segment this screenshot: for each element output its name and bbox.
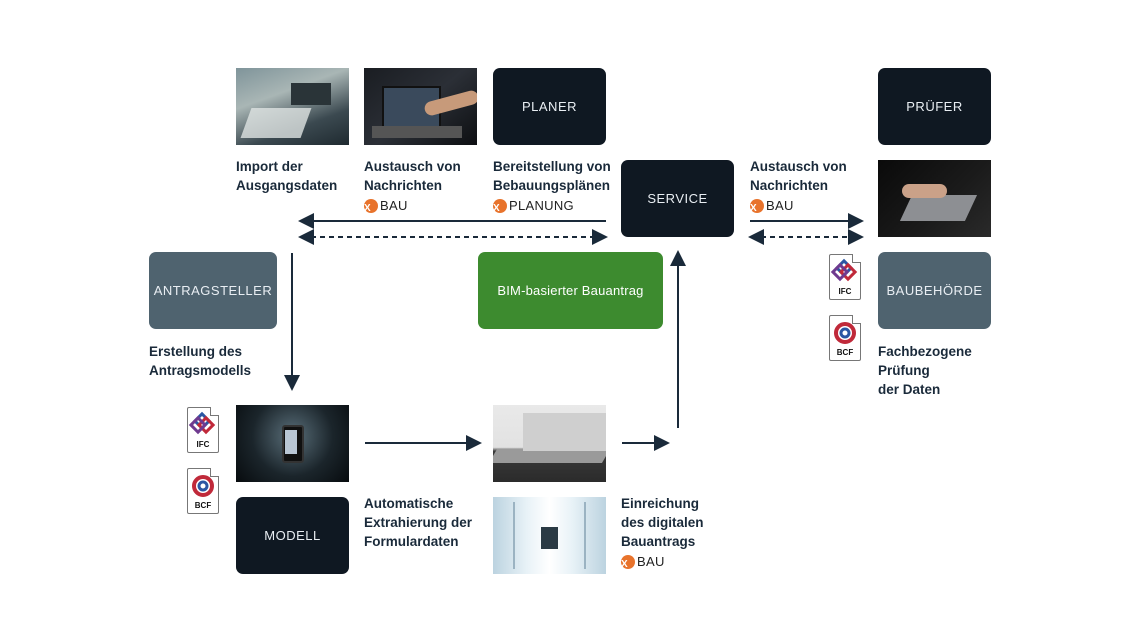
xoev-x-icon: X [750, 198, 764, 214]
antragsteller-box: ANTRAGSTELLER [149, 252, 277, 329]
photo-typing-dark [878, 160, 991, 237]
xplanung-standard: X PLANUNG [493, 198, 574, 214]
ifc-logo-icon [188, 411, 216, 435]
photo-meeting-laptops [236, 68, 349, 145]
bcf-logo-icon [834, 322, 856, 344]
caption-import: Import der Ausgangsdaten [236, 159, 338, 193]
bcf-file-icon: BCF [187, 468, 219, 514]
service-box: SERVICE [621, 160, 734, 237]
xbau-standard: X BAU [621, 554, 665, 570]
caption-einreichung: Einreichung des digitalen Bauantrags X B… [621, 496, 704, 570]
caption-automatisch: Automatische Extrahierung der Formularda… [364, 496, 473, 549]
caption-fachbezogen: Fachbezogene Prüfung der Daten [878, 344, 972, 397]
caption-austausch-2: Austausch von Nachrichten X BAU [750, 159, 847, 214]
caption-bereitstellung: Bereitstellung von Bebauungsplänen X PLA… [493, 159, 611, 214]
bcf-logo-icon [192, 475, 214, 497]
caption-austausch-1: Austausch von Nachrichten X BAU [364, 159, 461, 214]
photo-laptop-pointing [364, 68, 477, 145]
xoev-x-icon: X [493, 198, 507, 214]
bim-bauantrag-box: BIM-basierter Bauantrag [478, 252, 663, 329]
baubehoerde-box: BAUBEHÖRDE [878, 252, 991, 329]
planer-box: PLANER [493, 68, 606, 145]
xbau-standard: X BAU [364, 198, 408, 214]
photo-server-corridor [493, 497, 606, 574]
photo-laptop-desk [493, 405, 606, 482]
bcf-file-icon: BCF [829, 315, 861, 361]
modell-box: MODELL [236, 497, 349, 574]
ifc-logo-icon [830, 258, 858, 282]
pruefer-box: PRÜFER [878, 68, 991, 145]
ifc-file-icon: IFC [829, 254, 861, 300]
photo-phone-bridge [236, 405, 349, 482]
xoev-x-icon: X [364, 198, 378, 214]
xoev-x-icon: X [621, 554, 635, 570]
caption-erstellung: Erstellung des Antragsmodells [149, 344, 252, 378]
xbau-standard: X BAU [750, 198, 794, 214]
ifc-file-icon: IFC [187, 407, 219, 453]
